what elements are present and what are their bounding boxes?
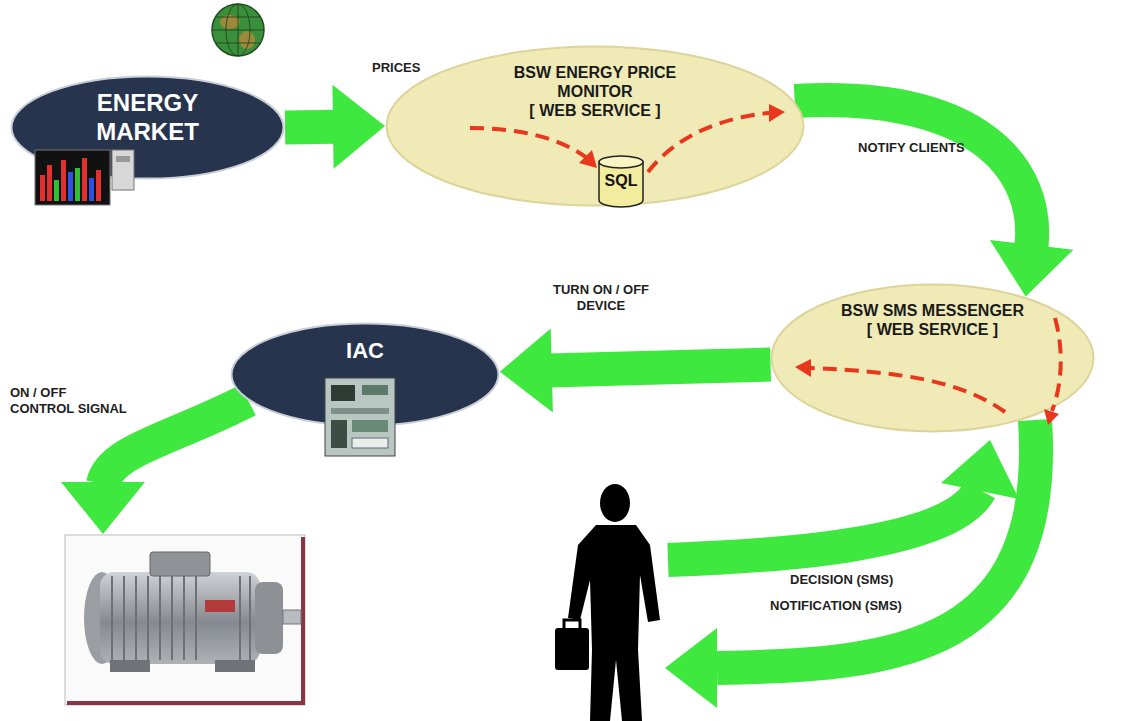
picture-frame <box>65 535 305 705</box>
node-text: BSW SMS MESSENGER <box>841 301 1024 320</box>
node-content: ENERGY MARKET <box>10 75 285 147</box>
frame-edge <box>301 537 305 705</box>
signal-arrow <box>61 400 248 534</box>
node-content: IAC <box>230 322 500 364</box>
sms-label: DECISION (SMS) <box>790 572 893 588</box>
node-text: [ WEB SERVICE ] <box>529 101 660 120</box>
market-ellipse: ENERGY MARKET <box>10 75 285 180</box>
node-text: [ WEB SERVICE ] <box>867 320 998 339</box>
controller-ellipse-outline <box>230 322 500 427</box>
node-content: BSW SMS MESSENGER[ WEB SERVICE ] <box>770 283 1095 339</box>
arrow-head <box>990 240 1074 297</box>
data-flow-arrow <box>470 104 1061 425</box>
arrow-shaft <box>795 100 1032 248</box>
controller-board-icon <box>325 378 395 456</box>
node-text: BSW ENERGY PRICE MONITOR <box>495 63 695 101</box>
sms-arrow <box>665 420 1036 708</box>
motor-picture <box>65 535 305 705</box>
flow-label: TURN ON / OFF DEVICE <box>545 282 657 314</box>
ellipse-fill <box>12 77 284 179</box>
flow-arrow <box>285 85 385 169</box>
node-content: SQL <box>598 155 644 190</box>
flow-label: NOTIFY CLIENTS <box>858 140 965 156</box>
service-ellipse: BSW ENERGY PRICE MONITOR[ WEB SERVICE ] S… <box>385 45 805 207</box>
arrow-head <box>332 85 385 169</box>
sms-arrow <box>668 440 1019 560</box>
flow-label: PRICES <box>372 60 420 76</box>
price-chart-icon <box>35 150 134 205</box>
node-content: BSW ENERGY PRICE MONITOR[ WEB SERVICE ] <box>385 45 805 121</box>
ellipse-fill <box>232 324 499 426</box>
globe-icon <box>212 4 264 56</box>
sms-label: NOTIFICATION (SMS) <box>770 598 902 614</box>
signal-label: ON / OFF CONTROL SIGNAL <box>10 385 131 417</box>
motor-shaft <box>283 610 301 624</box>
database-cylinder: SQL <box>598 155 644 207</box>
motor-fins <box>112 576 250 660</box>
terminal-box <box>150 552 210 576</box>
service-ellipse: BSW SMS MESSENGER[ WEB SERVICE ] <box>770 283 1095 433</box>
ellipse-fill <box>772 285 1094 432</box>
arrow-head <box>500 328 553 412</box>
person-silhouette <box>555 484 660 721</box>
ellipse-fill <box>387 47 804 206</box>
motor-bell <box>255 582 283 654</box>
motor-body <box>100 572 260 664</box>
node-text: ENERGY MARKET <box>68 89 228 147</box>
flow-arrow <box>500 328 771 412</box>
name-plate <box>205 600 235 612</box>
node-text: SQL <box>605 171 638 190</box>
arrow-shaft <box>549 365 771 371</box>
arrow-shaft <box>285 110 336 145</box>
node-text: IAC <box>346 338 384 364</box>
cylinder-top <box>599 156 643 168</box>
frame-edge <box>67 701 305 705</box>
motor-foot <box>215 660 255 672</box>
flow-arrow <box>795 100 1074 296</box>
controller-ellipse: IAC <box>230 322 500 427</box>
motor-foot <box>110 660 150 672</box>
